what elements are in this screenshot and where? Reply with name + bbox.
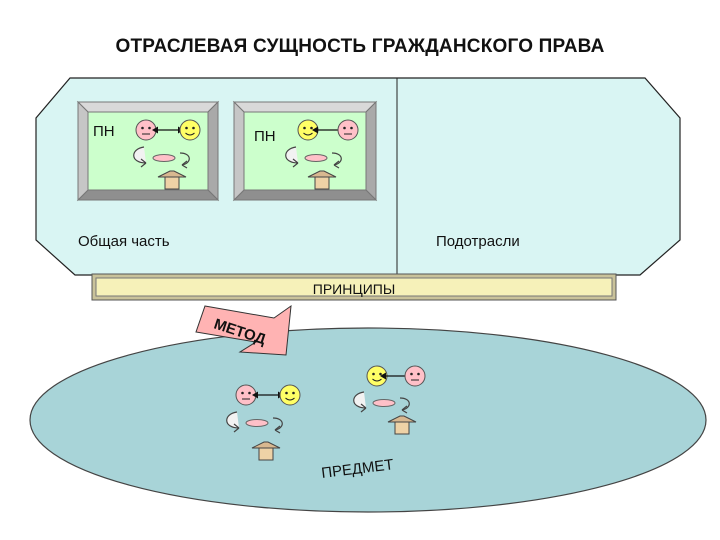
person-face-icon bbox=[279, 384, 301, 406]
person-face-icon bbox=[179, 119, 201, 141]
person-face-icon bbox=[404, 365, 426, 387]
person-face-icon bbox=[337, 119, 359, 141]
page-title: ОТРАСЛЕВАЯ СУЩНОСТЬ ГРАЖДАНСКОГО ПРАВА bbox=[115, 36, 605, 57]
principles-bar bbox=[91, 273, 617, 301]
box2-label: ПН bbox=[254, 128, 276, 145]
general-part-label: Общая часть bbox=[78, 233, 170, 250]
subject-ellipse bbox=[29, 327, 707, 513]
box1-label: ПН bbox=[93, 123, 115, 140]
subbranches-label: Подотрасли bbox=[436, 233, 520, 250]
principles-label: ПРИНЦИПЫ bbox=[312, 281, 396, 297]
method-arrow bbox=[195, 304, 292, 356]
legal-norm-box-1 bbox=[76, 100, 220, 202]
legal-norm-box-2 bbox=[232, 100, 378, 202]
